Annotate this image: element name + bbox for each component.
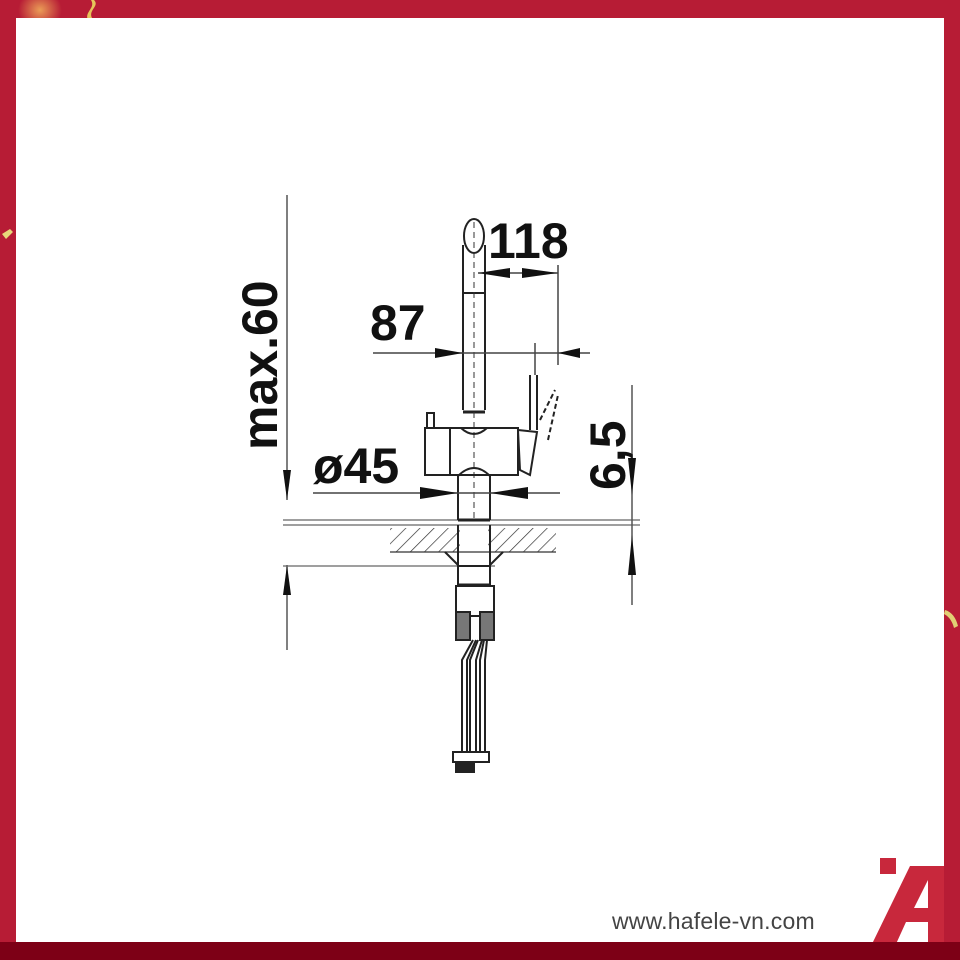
dim-spout-reach: 118 xyxy=(488,213,569,269)
dim-counter-thickness: 6,5 xyxy=(580,420,636,490)
website-url: www.hafele-vn.com xyxy=(612,908,815,934)
bottom-band xyxy=(0,942,960,960)
confetti-ribbon-icon xyxy=(87,0,96,20)
max-height-dimension xyxy=(283,195,291,650)
dim-max-height: max.60 xyxy=(232,280,288,450)
confetti-piece-icon xyxy=(2,229,13,239)
dim-lever-offset: 87 xyxy=(370,295,426,351)
confetti-piece-icon xyxy=(944,610,958,628)
dim-base-diameter: ø45 xyxy=(313,438,399,494)
drawing-canvas xyxy=(16,18,944,942)
hafele-logo-icon xyxy=(872,858,944,944)
